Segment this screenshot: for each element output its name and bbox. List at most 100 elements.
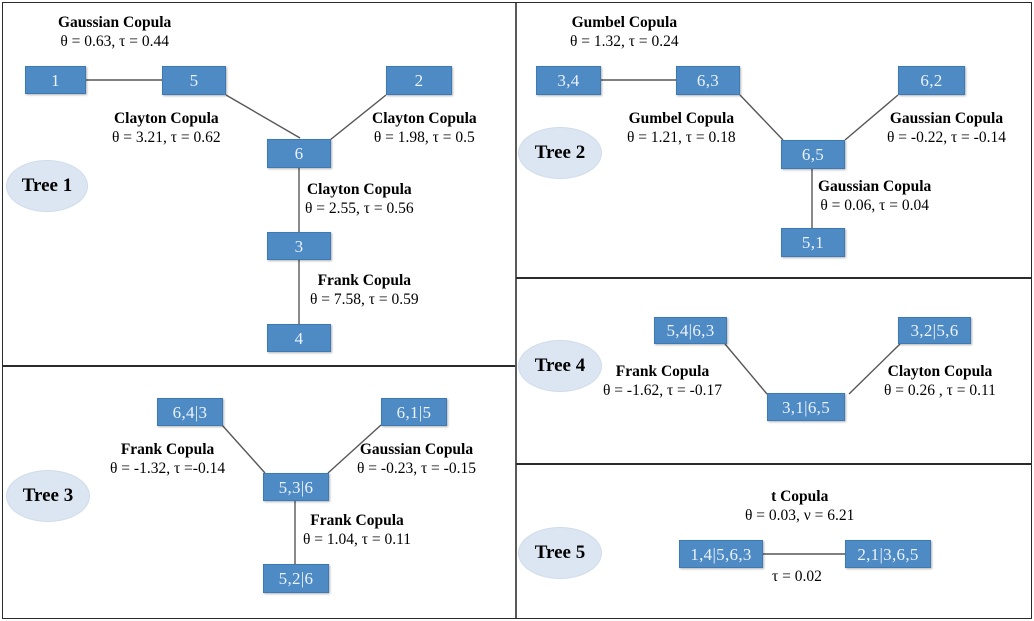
copula-params: θ = 1.98, τ = 0.5 [373, 128, 475, 146]
copula-name: Clayton Copula [887, 363, 993, 380]
copula-name: Clayton Copula [372, 110, 477, 127]
copula-name: Frank Copula [615, 363, 710, 380]
node-label: 2 [414, 71, 424, 90]
tree-badge-2: Tree 2 [518, 127, 602, 179]
tree-badge-4: Tree 4 [518, 340, 602, 392]
edge-label-t5-14563-21365: t Copula θ = 0.03, ν = 6.21 [745, 488, 854, 526]
node-label: 6,1|5 [396, 402, 432, 422]
node-t2-51[interactable]: 5,1 [781, 228, 845, 257]
node-t2-34[interactable]: 3,4 [536, 66, 601, 95]
copula-params: θ = -1.62, τ = -0.17 [603, 381, 722, 399]
copula-params: θ = 1.32, τ = 0.24 [570, 32, 679, 50]
node-t4-3256[interactable]: 3,2|5,6 [898, 317, 971, 344]
divider-tree4-tree5 [516, 463, 1031, 465]
node-t4-5463[interactable]: 5,4|6,3 [654, 317, 727, 344]
edge-label-t5-tau: τ = 0.02 [772, 568, 822, 585]
copula-name: Clayton Copula [306, 181, 412, 198]
node-t5-14563[interactable]: 1,4|5,6,3 [679, 540, 763, 568]
edge-label-t1-2-6: Clayton Copula θ = 1.98, τ = 0.5 [372, 110, 477, 148]
node-label: 5,1 [801, 233, 825, 252]
node-t1-6[interactable]: 6 [267, 139, 331, 168]
tree-badge-1-label: Tree 1 [21, 175, 73, 196]
node-t2-62[interactable]: 6,2 [898, 66, 965, 95]
node-t3-643[interactable]: 6,4|3 [157, 398, 223, 426]
node-t1-4[interactable]: 4 [267, 324, 331, 352]
copula-name: t Copula [771, 488, 829, 505]
node-label: 5,4|6,3 [666, 321, 715, 340]
edge-t3-643-536 [221, 424, 266, 474]
node-label: 6,2 [920, 71, 943, 90]
copula-params: θ = -0.22, τ = -0.14 [887, 128, 1006, 146]
copula-params: θ = 0.63, τ = 0.44 [60, 32, 169, 50]
node-label: 3,4 [557, 71, 580, 90]
node-t3-536[interactable]: 5,3|6 [263, 473, 329, 501]
node-label: 5,3|6 [278, 477, 314, 497]
node-t2-63[interactable]: 6,3 [676, 66, 740, 95]
tree-badge-4-label: Tree 4 [534, 355, 586, 376]
node-t1-3[interactable]: 3 [267, 232, 331, 260]
copula-params: θ = -1.32, τ =-0.14 [110, 459, 226, 477]
copula-name: Gaussian Copula [818, 178, 932, 195]
edge-t1-5-6 [225, 94, 301, 139]
node-label: 6,3 [696, 71, 720, 90]
node-label: 6,4|3 [172, 402, 208, 422]
node-t5-21365[interactable]: 2,1|3,6,5 [845, 540, 931, 568]
node-t1-2[interactable]: 2 [386, 66, 452, 95]
copula-name: Gaussian Copula [58, 14, 172, 31]
copula-name: Clayton Copula [113, 110, 219, 127]
copula-params: θ = 1.21, τ = 0.18 [627, 128, 736, 146]
copula-name: Gaussian Copula [889, 110, 1004, 127]
divider-tree1-tree3 [3, 365, 515, 367]
node-label: 3,2|5,6 [910, 321, 959, 340]
copula-params: θ = 3.21, τ = 0.62 [112, 128, 221, 146]
node-label: 1 [51, 70, 60, 90]
edge-label-t4-5463-3165: Frank Copula θ = -1.62, τ = -0.17 [603, 363, 722, 401]
edge-label-t3-643-536: Frank Copula θ = -1.32, τ =-0.14 [110, 441, 225, 479]
copula-name: Frank Copula [317, 272, 412, 289]
divider-tree2-tree4 [516, 277, 1031, 279]
edge-t2-63-65 [739, 94, 784, 141]
node-t2-65[interactable]: 6,5 [781, 140, 845, 169]
tree-badge-2-label: Tree 2 [534, 142, 586, 163]
edge-label-t3-536-526: Frank Copula θ = 1.04, τ = 0.11 [303, 512, 411, 550]
copula-params: θ = 7.58, τ = 0.59 [310, 290, 419, 308]
edge-label-t4-3256-3165: Clayton Copula θ = 0.26 , τ = 0.11 [884, 363, 996, 401]
node-t3-526[interactable]: 5,2|6 [263, 564, 329, 593]
node-t1-5[interactable]: 5 [162, 66, 226, 95]
node-t4-3165[interactable]: 3,1|6,5 [767, 393, 845, 421]
node-label: 3,1|6,5 [781, 397, 830, 417]
edge-label-t2-62-65: Gaussian Copula θ = -0.22, τ = -0.14 [887, 110, 1006, 148]
node-label: 6 [294, 144, 304, 163]
edge-label-t1-6-3: Clayton Copula θ = 2.55, τ = 0.56 [305, 181, 414, 219]
node-label: 2,1|3,6,5 [857, 544, 919, 564]
copula-params: θ = -0.23, τ = -0.15 [357, 459, 476, 477]
copula-params: θ = 2.55, τ = 0.56 [305, 199, 414, 217]
node-label: 5,2|6 [278, 569, 314, 588]
node-label: 1,4|5,6,3 [690, 544, 752, 564]
node-t1-1[interactable]: 1 [25, 66, 86, 94]
copula-name: Frank Copula [120, 441, 215, 458]
copula-params: θ = 1.04, τ = 0.11 [303, 530, 412, 548]
copula-name: Gaussian Copula [359, 441, 474, 458]
tree-badge-3-label: Tree 3 [22, 485, 74, 506]
node-t3-615[interactable]: 6,1|5 [381, 398, 447, 426]
copula-name: Frank Copula [310, 512, 404, 529]
edge-label-t3-615-536: Gaussian Copula θ = -0.23, τ = -0.15 [357, 441, 476, 479]
edge-label-t2-63-65: Gumbel Copula θ = 1.21, τ = 0.18 [627, 110, 736, 148]
edge-label-t1-3-4: Frank Copula θ = 7.58, τ = 0.59 [310, 272, 419, 310]
edge-label-t2-34-63: Gumbel Copula θ = 1.32, τ = 0.24 [570, 14, 679, 52]
edge-label-t1-1-5: Gaussian Copula θ = 0.63, τ = 0.44 [58, 14, 171, 52]
copula-params: θ = 0.26 , τ = 0.11 [884, 381, 996, 399]
tree-badge-3: Tree 3 [6, 470, 90, 522]
copula-name: Gumbel Copula [628, 110, 735, 127]
vertical-divider [515, 3, 517, 618]
copula-name: Gumbel Copula [571, 14, 678, 31]
node-label: 6,5 [801, 145, 825, 164]
copula-params: θ = 0.06, τ = 0.04 [820, 196, 929, 214]
node-label: 4 [294, 328, 304, 348]
tree-badge-5-label: Tree 5 [534, 542, 586, 563]
node-label: 5 [189, 71, 199, 90]
